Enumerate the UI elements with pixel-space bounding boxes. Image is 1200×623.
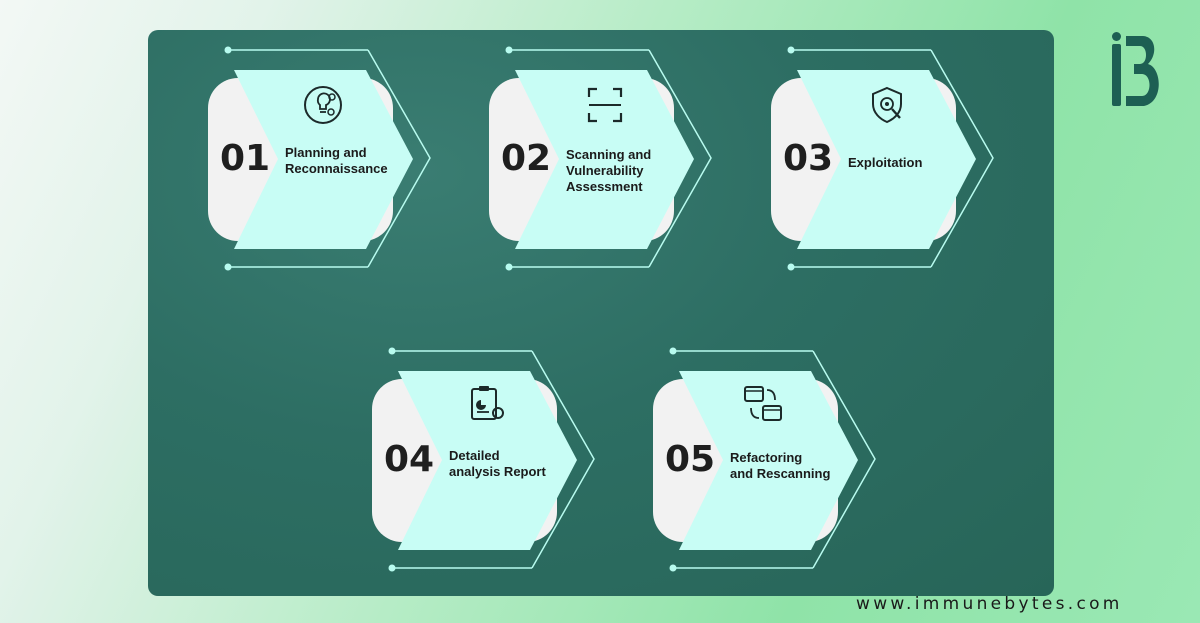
shield-search-icon xyxy=(872,86,902,124)
step-card-5: 05 Refactoring and Rescanning xyxy=(653,346,878,572)
website-url[interactable]: www.immunebytes.com xyxy=(856,594,1123,614)
report-chart-icon xyxy=(471,386,504,420)
step-frame xyxy=(372,347,595,572)
step-label: Scanning and Vulnerability Assessment xyxy=(566,147,652,194)
step-number: 02 xyxy=(501,138,552,179)
step-frame xyxy=(489,46,712,271)
step-number: 01 xyxy=(220,138,271,179)
step-frame xyxy=(653,347,876,572)
scan-frame-icon xyxy=(587,87,623,123)
step-label: Planning and Reconnaissance xyxy=(285,145,388,176)
step-label: Exploitation xyxy=(848,155,923,170)
step-label: Refactoring and Rescanning xyxy=(730,450,831,481)
code-refresh-icon xyxy=(744,386,782,421)
step-label: Detailed analysis Report xyxy=(449,448,546,479)
step-frame xyxy=(771,46,994,271)
idea-gears-icon xyxy=(304,86,342,124)
step-card-1: 01 Planning and Reconnaissance xyxy=(208,45,433,271)
step-card-4: 04 Detailed analysis Report xyxy=(372,346,597,572)
step-card-3: 03 Exploitation xyxy=(771,45,996,271)
step-frame xyxy=(208,46,431,271)
step-number: 03 xyxy=(783,138,834,179)
step-card-2: 02 Scanning and Vulnerability Assessment xyxy=(489,45,714,271)
step-number: 05 xyxy=(665,439,716,480)
step-number: 04 xyxy=(384,439,435,480)
immunebytes-logo-icon xyxy=(1112,32,1159,106)
